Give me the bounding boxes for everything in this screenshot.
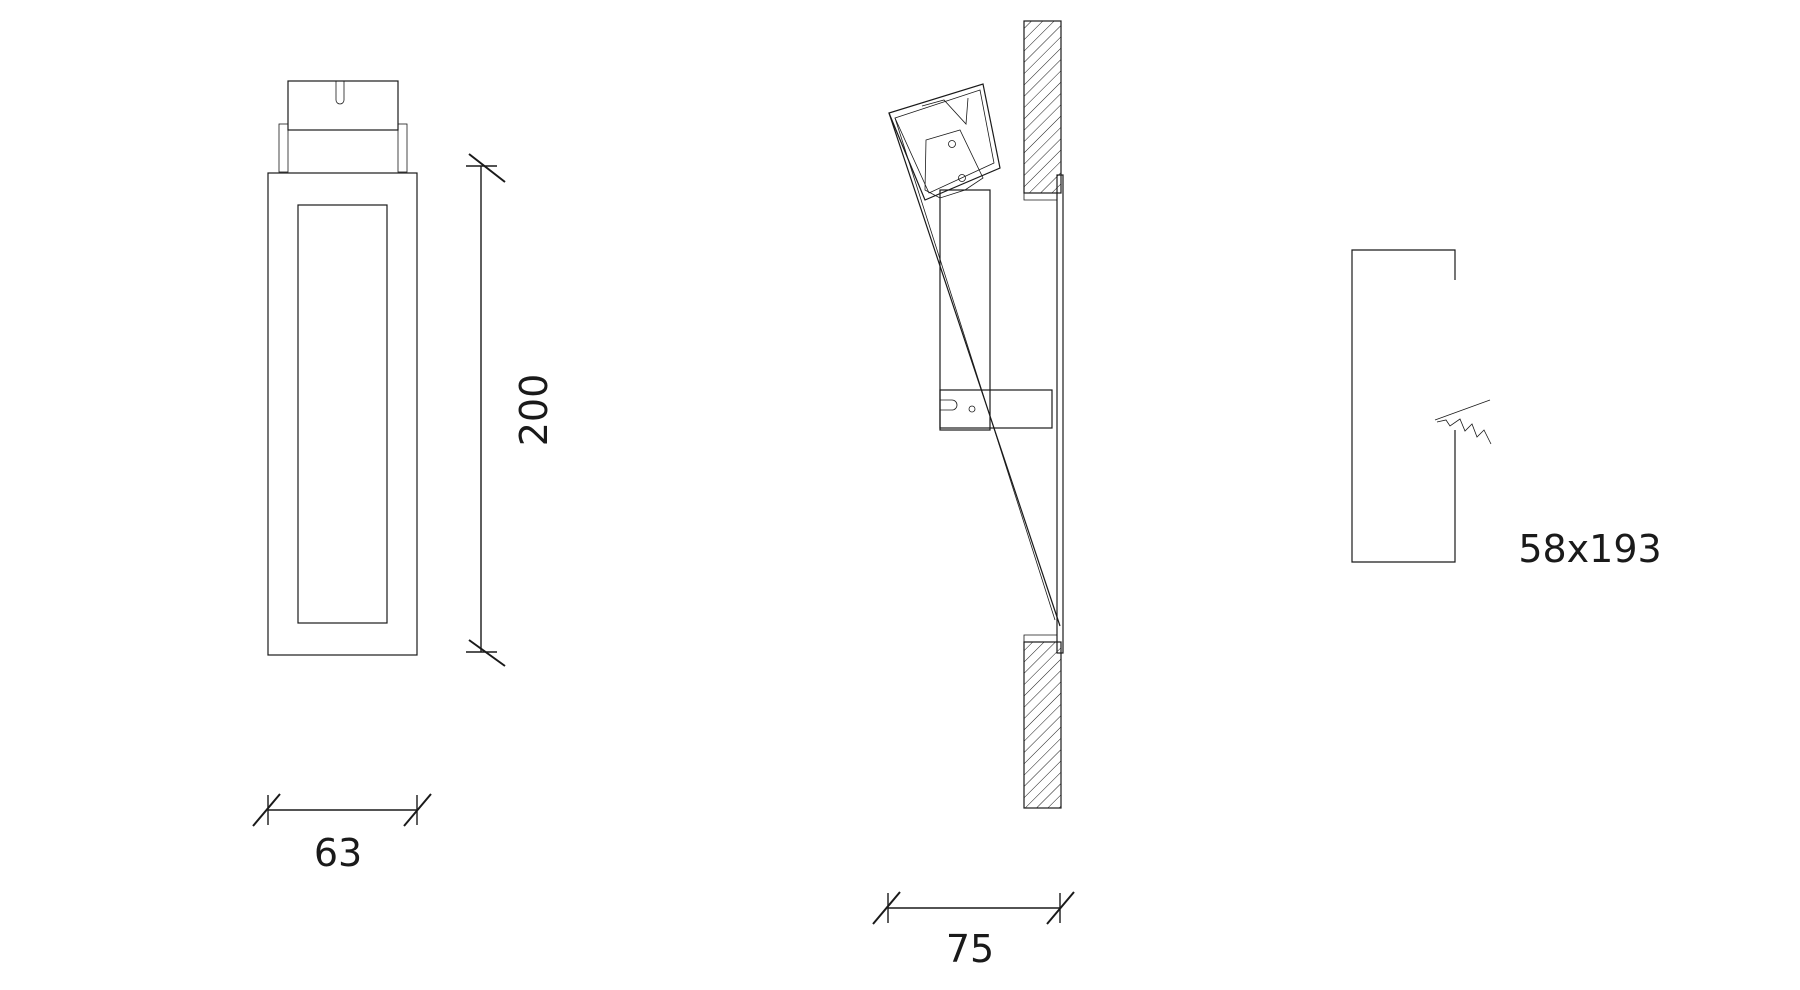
front-view: [267, 80, 418, 656]
trim-plate: [1056, 174, 1064, 654]
cutout-view: 58x193: [1351, 249, 1662, 571]
front-view-frame: [267, 172, 418, 656]
driver-notch: [940, 399, 958, 411]
cutout-outline: [1351, 249, 1456, 563]
depth-dimension-label: 75: [946, 927, 994, 971]
front-view-connector-slot: [335, 81, 345, 105]
front-view-inner-panel: [297, 204, 388, 624]
driver-screw: [968, 405, 976, 413]
cutout-size-label: 58x193: [1518, 527, 1661, 571]
tilt-arm-inner: [894, 117, 1056, 621]
ceiling-lower: [1023, 641, 1062, 809]
tilted-lamp-head: [888, 83, 1001, 201]
width-dimension-label: 63: [314, 831, 362, 875]
lamp-socket: [924, 129, 984, 199]
front-view-top-connector: [287, 80, 399, 131]
driver-block: [939, 389, 1053, 429]
front-view-clip-left: [278, 123, 289, 173]
section-view: [888, 20, 1064, 809]
tilt-arm-outer: [888, 112, 1061, 627]
height-dimension: 200: [466, 153, 556, 667]
depth-dimension: 75: [872, 891, 1075, 971]
trim-upper-lip: [1023, 192, 1057, 201]
ceiling-upper: [1023, 20, 1062, 194]
trim-lower-lip: [1023, 634, 1057, 643]
cutout-break-symbol: [1434, 399, 1492, 445]
width-dimension: 63: [252, 793, 432, 875]
front-view-clip-right: [397, 123, 408, 173]
height-dimension-label: 200: [512, 374, 556, 447]
